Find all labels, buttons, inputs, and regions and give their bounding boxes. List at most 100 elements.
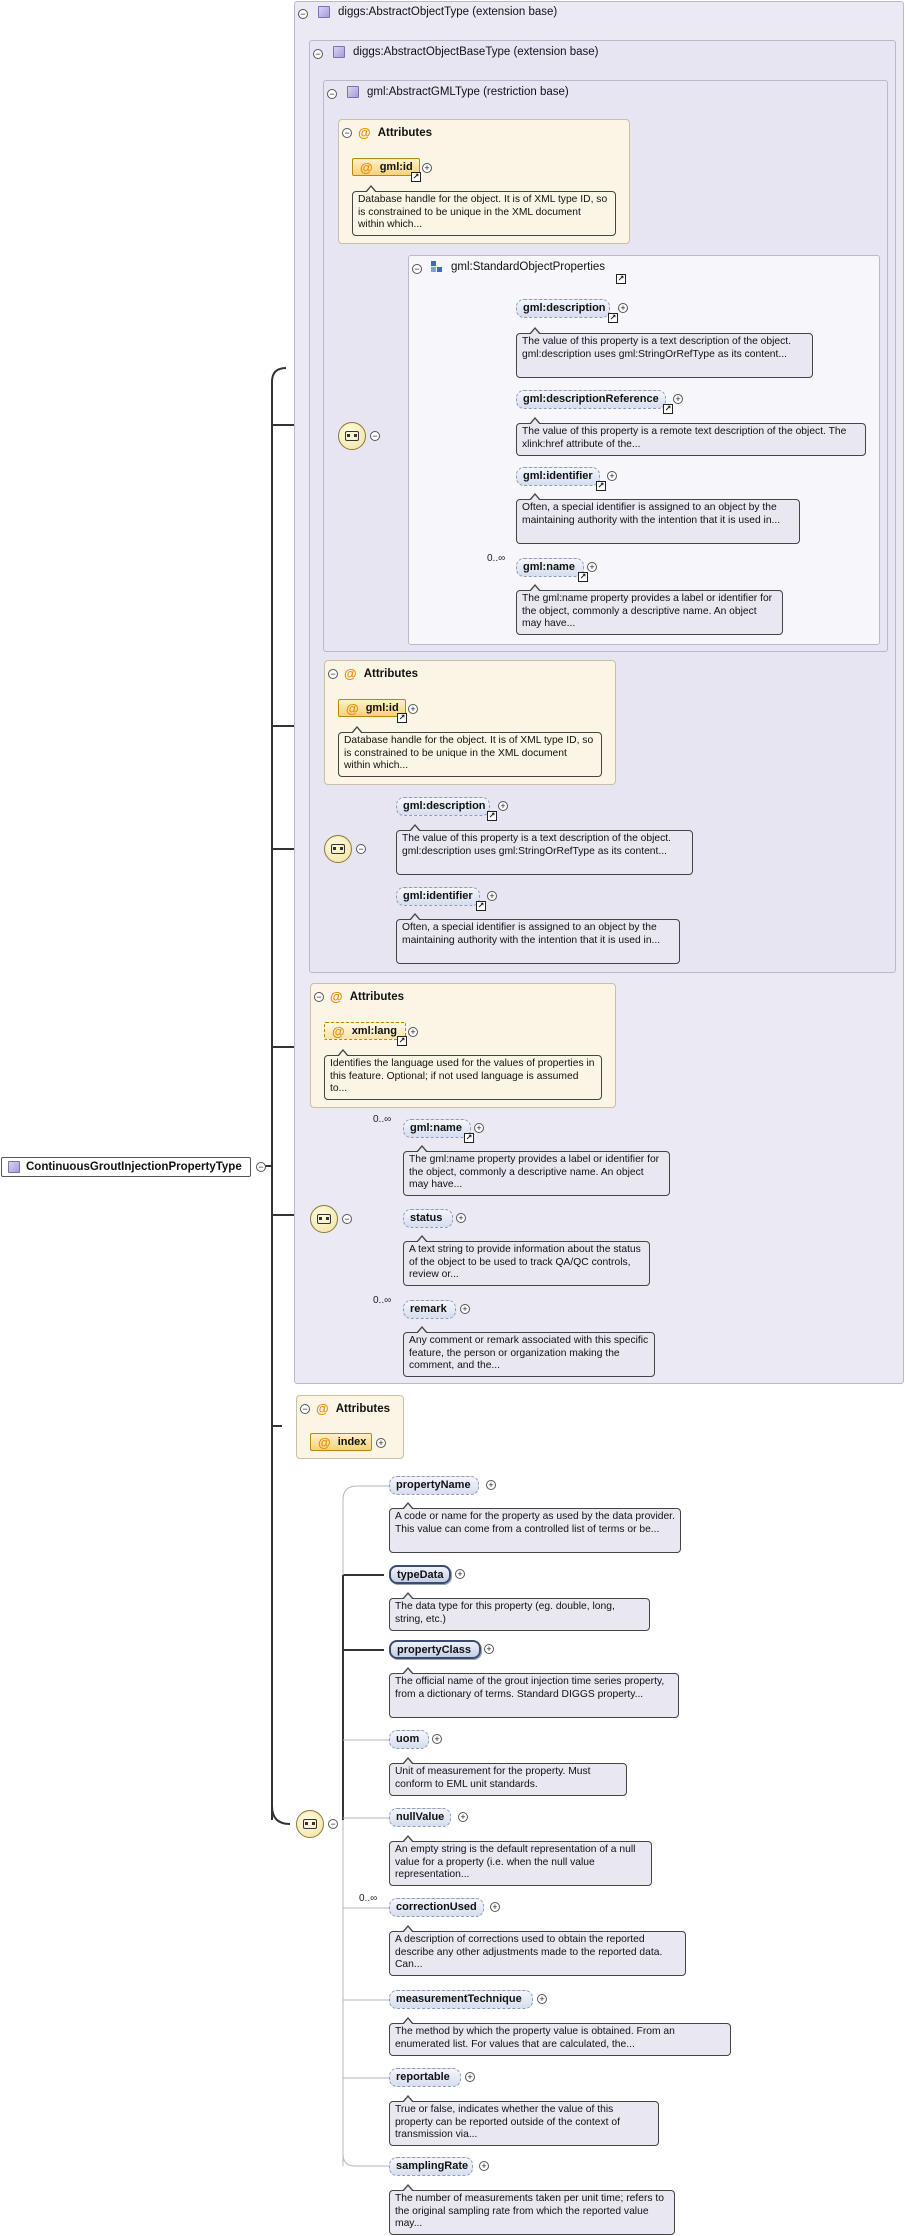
collapse-toggle[interactable]: −: [313, 49, 323, 59]
expand-toggle[interactable]: +: [455, 1569, 465, 1579]
collapse-toggle[interactable]: −: [300, 1404, 310, 1414]
collapse-toggle[interactable]: −: [298, 9, 308, 19]
std-description[interactable]: gml:description: [516, 299, 610, 318]
sequence-icon: [338, 422, 366, 450]
complex-type-icon: [318, 6, 330, 18]
obj-status-doc: A text string to provide information abo…: [403, 1235, 650, 1286]
link-icon[interactable]: ↗: [663, 404, 673, 414]
prop-propertyName[interactable]: propertyName: [389, 1476, 479, 1495]
obj-name[interactable]: gml:name: [403, 1119, 471, 1138]
sequence-icon: [324, 835, 352, 863]
obj-status[interactable]: status: [403, 1209, 453, 1228]
prop-uom-doc: Unit of measurement for the property. Mu…: [389, 1757, 627, 1796]
attribute-icon: @: [360, 159, 373, 175]
link-icon[interactable]: ↗: [578, 572, 588, 582]
attribute-icon: @: [346, 700, 359, 716]
expand-toggle[interactable]: +: [484, 1644, 494, 1654]
collapse-toggle[interactable]: −: [412, 264, 422, 274]
link-icon[interactable]: ↗: [397, 1036, 407, 1046]
prop-uom[interactable]: uom: [389, 1730, 429, 1749]
expand-toggle[interactable]: +: [432, 1734, 442, 1744]
prop-nullValue[interactable]: nullValue: [389, 1808, 451, 1827]
xml-lang-attribute[interactable]: @ xml:lang: [324, 1022, 406, 1040]
sequence-icon: [296, 1810, 324, 1838]
expand-toggle[interactable]: +: [376, 1438, 386, 1448]
prop-propertyClass-doc: The official name of the grout injection…: [389, 1667, 679, 1718]
expand-toggle[interactable]: +: [479, 2161, 489, 2171]
link-icon[interactable]: ↗: [616, 274, 626, 284]
expand-toggle[interactable]: +: [408, 704, 418, 714]
abstract-object-type-title: diggs:AbstractObjectType (extension base…: [318, 6, 557, 18]
expand-toggle[interactable]: +: [465, 2072, 475, 2082]
prop-samplingRate[interactable]: samplingRate: [389, 2157, 473, 2176]
gml-id-doc: Database handle for the object. It is of…: [352, 185, 616, 236]
attribute-icon: @: [330, 989, 343, 1004]
link-icon[interactable]: ↗: [476, 901, 486, 911]
expand-toggle[interactable]: +: [587, 562, 597, 572]
std-identifier[interactable]: gml:identifier: [516, 467, 600, 486]
attributes-title: @ Attributes: [358, 125, 432, 140]
prop-samplingRate-doc: The number of measurements taken per uni…: [389, 2184, 675, 2235]
std-description-reference-doc: The value of this property is a remote t…: [516, 417, 866, 456]
collapse-toggle[interactable]: −: [356, 844, 366, 854]
expand-toggle[interactable]: +: [456, 1213, 466, 1223]
base-gml-id-attribute[interactable]: @ gml:id: [338, 699, 406, 717]
std-description-reference[interactable]: gml:descriptionReference: [516, 390, 666, 409]
collapse-toggle[interactable]: −: [370, 431, 380, 441]
expand-toggle[interactable]: +: [460, 1304, 470, 1314]
collapse-toggle[interactable]: −: [342, 128, 352, 138]
index-attribute[interactable]: @ index: [310, 1433, 372, 1451]
std-name-doc: The gml:name property provides a label o…: [516, 584, 783, 635]
collapse-toggle[interactable]: −: [314, 992, 324, 1002]
prop-correctionUsed[interactable]: correctionUsed: [389, 1898, 484, 1917]
expand-toggle[interactable]: +: [487, 891, 497, 901]
expand-toggle[interactable]: +: [486, 1480, 496, 1490]
expand-toggle[interactable]: +: [607, 471, 617, 481]
expand-toggle[interactable]: +: [474, 1123, 484, 1133]
prop-propertyClass[interactable]: propertyClass: [389, 1640, 481, 1659]
base-description-doc: The value of this property is a text des…: [396, 824, 693, 875]
attribute-icon: @: [318, 1434, 331, 1450]
base-description[interactable]: gml:description: [396, 797, 490, 816]
base-identifier[interactable]: gml:identifier: [396, 887, 480, 906]
sequence-icon: [310, 1205, 338, 1233]
collapse-toggle[interactable]: −: [327, 89, 337, 99]
standard-object-properties-title: gml:StandardObjectProperties: [431, 261, 605, 273]
xml-lang-doc: Identifies the language used for the val…: [324, 1049, 602, 1100]
expand-toggle[interactable]: +: [458, 1812, 468, 1822]
std-name[interactable]: gml:name: [516, 558, 584, 577]
obj-name-doc: The gml:name property provides a label o…: [403, 1145, 670, 1196]
prop-reportable[interactable]: reportable: [389, 2068, 461, 2087]
expand-toggle[interactable]: +: [408, 1027, 418, 1037]
prop-correctionUsed-doc: A description of corrections used to obt…: [389, 1925, 686, 1976]
expand-toggle[interactable]: +: [498, 801, 508, 811]
collapse-toggle[interactable]: −: [328, 1819, 338, 1829]
collapse-toggle[interactable]: −: [256, 1162, 266, 1172]
expand-toggle[interactable]: +: [673, 394, 683, 404]
link-icon[interactable]: ↗: [487, 811, 497, 821]
link-icon[interactable]: ↗: [464, 1133, 474, 1143]
base-gml-id-doc: Database handle for the object. It is of…: [338, 726, 602, 777]
collapse-toggle[interactable]: −: [342, 1214, 352, 1224]
complex-type-icon: [8, 1161, 20, 1173]
prop-reportable-doc: True or false, indicates whether the val…: [389, 2095, 659, 2146]
attribute-icon: @: [332, 1023, 345, 1039]
prop-measurementTechnique[interactable]: measurementTechnique: [389, 1990, 533, 2009]
root-element[interactable]: ContinuousGroutInjectionPropertyType: [1, 1157, 251, 1177]
obj-remark[interactable]: remark: [403, 1300, 456, 1319]
gml-id-attribute[interactable]: @ gml:id: [352, 158, 420, 176]
attribute-icon: @: [358, 125, 371, 140]
complex-type-icon: [347, 86, 359, 98]
prop-measurementTechnique-doc: The method by which the property value i…: [389, 2017, 731, 2056]
abstract-gml-type-title: gml:AbstractGMLType (restriction base): [347, 86, 569, 98]
expand-toggle[interactable]: +: [537, 1994, 547, 2004]
expand-toggle[interactable]: +: [422, 163, 432, 173]
link-icon[interactable]: ↗: [397, 713, 407, 723]
collapse-toggle[interactable]: −: [328, 669, 338, 679]
link-icon[interactable]: ↗: [596, 481, 606, 491]
expand-toggle[interactable]: +: [490, 1902, 500, 1912]
link-icon[interactable]: ↗: [411, 172, 421, 182]
prop-typeData[interactable]: typeData: [389, 1565, 451, 1584]
expand-toggle[interactable]: +: [618, 303, 628, 313]
link-icon[interactable]: ↗: [608, 313, 618, 323]
